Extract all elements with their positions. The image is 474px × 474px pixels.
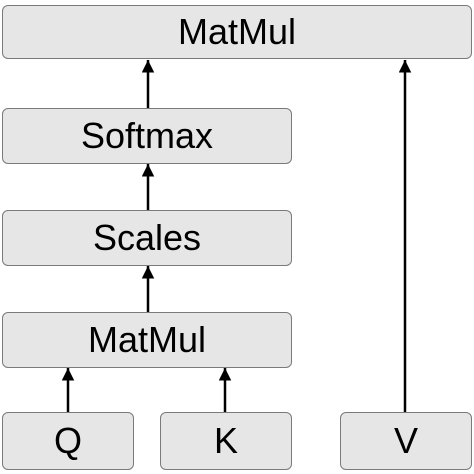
v-node: V	[340, 412, 472, 470]
softmax-node: Softmax	[2, 108, 292, 164]
k-label: K	[213, 420, 238, 461]
k-node: K	[160, 412, 292, 470]
matmul-bottom-label: MatMul	[87, 319, 207, 360]
q-node: Q	[2, 412, 134, 470]
softmax-label: Softmax	[80, 115, 214, 156]
matmul-bottom-node: MatMul	[2, 312, 292, 368]
scales-node: Scales	[2, 210, 292, 266]
scales-label: Scales	[92, 217, 202, 258]
matmul-top-label: MatMul	[177, 11, 297, 52]
q-label: Q	[53, 420, 82, 461]
matmul-top-node: MatMul	[2, 5, 472, 59]
v-label: V	[393, 420, 418, 461]
